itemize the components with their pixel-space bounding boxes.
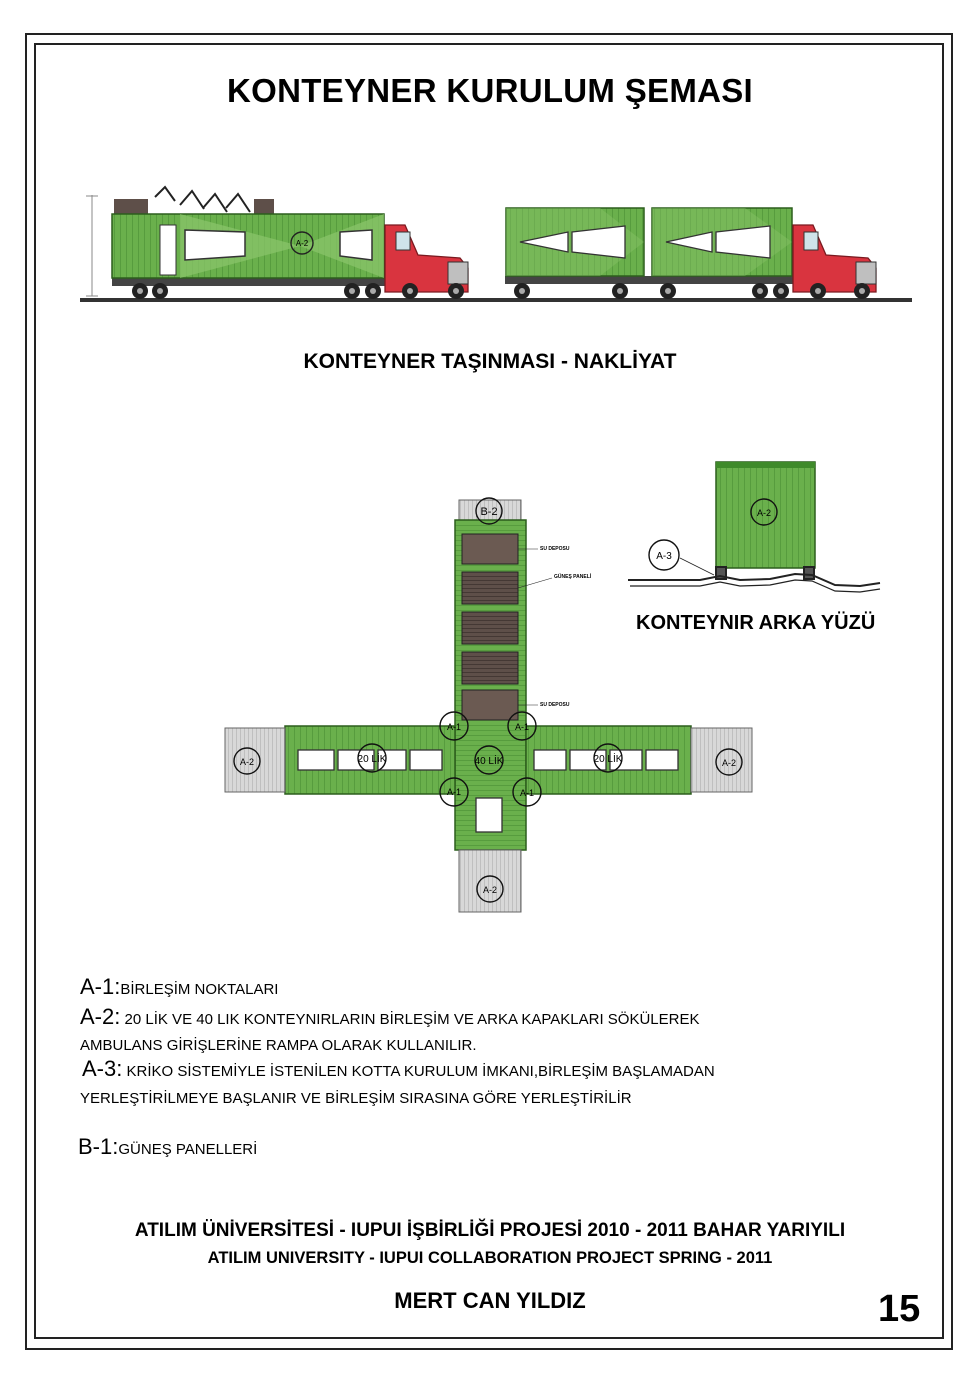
svg-text:B-2: B-2 (480, 506, 497, 518)
a1-marker-tr (507, 711, 537, 741)
outer-border (25, 33, 953, 1350)
lik40-marker (474, 745, 504, 775)
legend-a3-text: KRİKO SİSTEMİYLE İSTENİLEN KOTTA KURULUM… (122, 1063, 715, 1080)
legend-a2-text: 20 LİK VE 40 LIK KONTEYNIRLARIN BİRLEŞİM… (120, 1011, 700, 1028)
rear-view-caption: KONTEYNIR ARKA YÜZÜ (636, 612, 876, 634)
footer-line-en: ATILIM UNIVERSITY - IUPUI COLLABORATION … (207, 1249, 773, 1267)
solar-frames (154, 185, 251, 213)
footer-line-tr: ATILIM ÜNİVERSİTESİ - IUPUI İŞBİRLİĞİ PR… (134, 1220, 846, 1241)
svg-text:A-2: A-2 (483, 885, 497, 895)
water-tank (114, 199, 148, 215)
a2-marker (290, 231, 314, 255)
transport-caption: KONTEYNER TAŞINMASI - NAKLİYAT (303, 350, 677, 373)
a2-rear-marker (750, 498, 778, 526)
legend-a3: A-3: KRİKO SİSTEMİYLE İSTENİLEN KOTTA KU… (82, 1058, 715, 1083)
ramp-bottom (458, 849, 522, 913)
solar-panel-1 (461, 571, 519, 605)
svg-text:A-1: A-1 (447, 722, 461, 732)
svg-text:A-1: A-1 (447, 787, 461, 797)
terrain-line (628, 572, 881, 588)
a3-marker (648, 539, 680, 571)
solar-panel-2 (461, 611, 519, 645)
ramp-left (224, 727, 286, 793)
legend-a3-code: A-3: (82, 1056, 123, 1081)
rear-view: A-2 A-3 (628, 461, 881, 593)
solar-panel-3 (461, 651, 519, 685)
page-number: 15 (878, 1288, 921, 1330)
svg-text:A-3: A-3 (656, 551, 672, 562)
legend-a2-line2: AMBULANS GİRİŞLERİNE RAMPA OLARAK KULLAN… (80, 1037, 477, 1054)
a2-marker-bottom (476, 875, 504, 903)
plan-view: SU DEPOSU GÜNEŞ PANELİ SU DEPOSU (224, 497, 753, 913)
ground-line (80, 298, 912, 302)
svg-text:20 LİK: 20 LİK (594, 752, 623, 765)
legend-a2: A-2: 20 LİK VE 40 LIK KONTEYNIRLARIN BİR… (80, 1006, 699, 1031)
svg-text:A-1: A-1 (515, 722, 529, 732)
truck-1: A-2 (111, 185, 469, 299)
legend-a3-line2: YERLEŞTİRİLMEYE BAŞLANIR VE BİRLEŞİM SIR… (80, 1090, 632, 1107)
a2-marker-right (715, 748, 743, 776)
svg-text:A-2: A-2 (722, 758, 736, 768)
jacks (715, 566, 815, 580)
author-name: MERT CAN YILDIZ (394, 1288, 586, 1313)
door (475, 797, 503, 833)
lik20-right-marker (593, 743, 623, 773)
svg-text:A-2: A-2 (240, 757, 254, 767)
lik20-left-marker (357, 743, 387, 773)
truck-2 (505, 207, 877, 299)
rear-container (715, 461, 816, 569)
a1-marker-br (512, 777, 542, 807)
svg-text:40 LİK: 40 LİK (475, 754, 504, 767)
svg-text:A-2: A-2 (296, 239, 309, 248)
legend-b1-text: GÜNEŞ PANELLERİ (118, 1141, 258, 1158)
ramp-right (690, 727, 753, 793)
window (184, 229, 246, 261)
legend-b1: B-1:GÜNEŞ PANELLERİ (78, 1136, 257, 1161)
label-gunes-paneli: GÜNEŞ PANELİ (554, 573, 592, 580)
transport-elevation: A-2 (80, 185, 912, 302)
svg-text:20 LİK: 20 LİK (358, 752, 387, 765)
a1-marker-bl (439, 777, 469, 807)
legend-a2-code: A-2: (80, 1004, 121, 1029)
inner-border (34, 43, 944, 1339)
label-su-deposu-bottom: SU DEPOSU (540, 702, 570, 708)
label-su-deposu-top: SU DEPOSU (540, 546, 570, 552)
water-tank-top (461, 533, 519, 565)
legend-a1: A-1:BİRLEŞİM NOKTALARI (80, 976, 278, 1001)
svg-text:A-1: A-1 (520, 788, 534, 798)
b2-marker (475, 497, 503, 525)
svg-text:A-2: A-2 (757, 508, 771, 518)
a2-marker-left (233, 747, 261, 775)
legend-b1-code: B-1: (78, 1134, 119, 1159)
window-row (297, 749, 679, 771)
a1-marker-tl (439, 711, 469, 741)
legend-a1-code: A-1: (80, 974, 121, 999)
page-title: KONTEYNER KURULUM ŞEMASI (226, 72, 754, 109)
water-tank-bottom (461, 689, 519, 721)
legend-a1-text: BİRLEŞİM NOKTALARI (120, 981, 279, 998)
